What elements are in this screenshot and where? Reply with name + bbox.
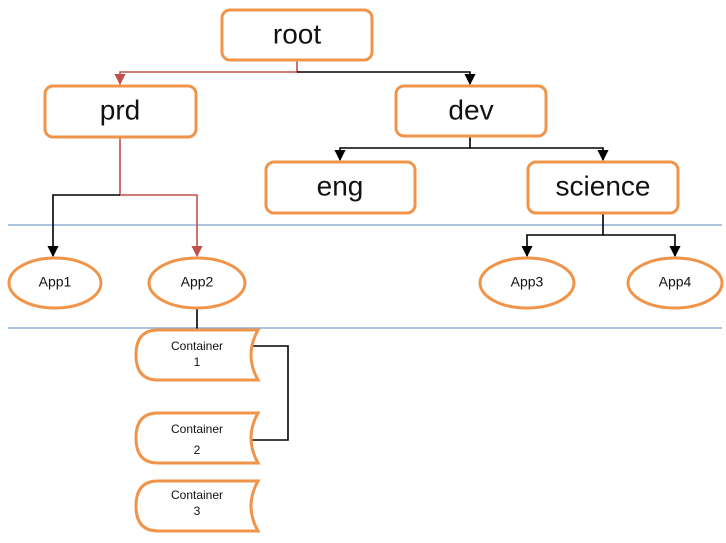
- node-eng-label: eng: [317, 170, 364, 201]
- node-container-2[interactable]: Container 2: [134, 411, 261, 465]
- node-prd[interactable]: prd: [43, 84, 198, 139]
- node-app1[interactable]: App1: [7, 256, 103, 310]
- node-app4[interactable]: App4: [626, 256, 724, 310]
- node-science[interactable]: science: [526, 160, 680, 215]
- container-3-label-line1: Container: [171, 488, 223, 502]
- node-root-label: root: [273, 18, 321, 49]
- node-container-1[interactable]: Container 1: [134, 328, 261, 382]
- node-eng[interactable]: eng: [264, 160, 417, 215]
- node-app3[interactable]: App3: [478, 256, 576, 310]
- edge-prd-app1: [47, 194, 120, 258]
- edge-science-app3: [521, 214, 604, 258]
- container-2-label-line2: 2: [194, 443, 201, 457]
- edge-dev-science: [470, 147, 609, 162]
- edge-root-dev: [297, 71, 476, 86]
- node-prd-label: prd: [100, 94, 140, 125]
- node-dev[interactable]: dev: [394, 84, 548, 138]
- container-1-label-line1: Container: [171, 339, 223, 353]
- node-root[interactable]: root: [220, 8, 374, 62]
- node-container-3[interactable]: Container 3: [134, 479, 261, 533]
- edge-root-prd: [114, 60, 298, 86]
- container-1-label-line2: 1: [194, 355, 201, 369]
- container-2-label-line1: Container: [171, 422, 223, 436]
- node-app2-label: App2: [181, 274, 214, 290]
- node-app1-label: App1: [39, 274, 72, 290]
- node-science-label: science: [556, 170, 651, 201]
- edge-science-app4: [603, 234, 681, 258]
- container-3-label-line2: 3: [194, 504, 201, 518]
- node-dev-label: dev: [448, 94, 493, 125]
- edge-dev-eng: [334, 137, 471, 162]
- edge-prd-app2: [119, 138, 203, 258]
- node-app4-label: App4: [659, 274, 692, 290]
- node-app3-label: App3: [511, 274, 544, 290]
- node-app2[interactable]: App2: [147, 256, 247, 310]
